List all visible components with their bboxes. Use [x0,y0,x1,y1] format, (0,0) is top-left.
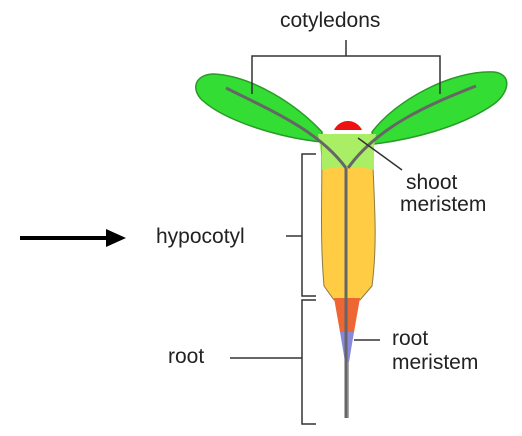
shoot-meristem-label-line1: shoot [406,172,457,194]
hypocotyl-label: hypocotyl [156,226,245,248]
root-meristem-label-line1: root [392,328,428,350]
hypocotyl-bracket [286,154,316,296]
cotyledons-bracket [252,40,440,94]
pointer-arrowhead [106,229,126,247]
root-label: root [168,346,204,368]
shoot-meristem-dome [334,121,362,130]
left-cotyledon [196,74,322,142]
shoot-meristem-label-line2: meristem [400,194,486,216]
root-bracket [230,300,316,424]
root-meristem-label-line2: meristem [392,352,478,374]
cotyledons-label: cotyledons [280,10,380,32]
